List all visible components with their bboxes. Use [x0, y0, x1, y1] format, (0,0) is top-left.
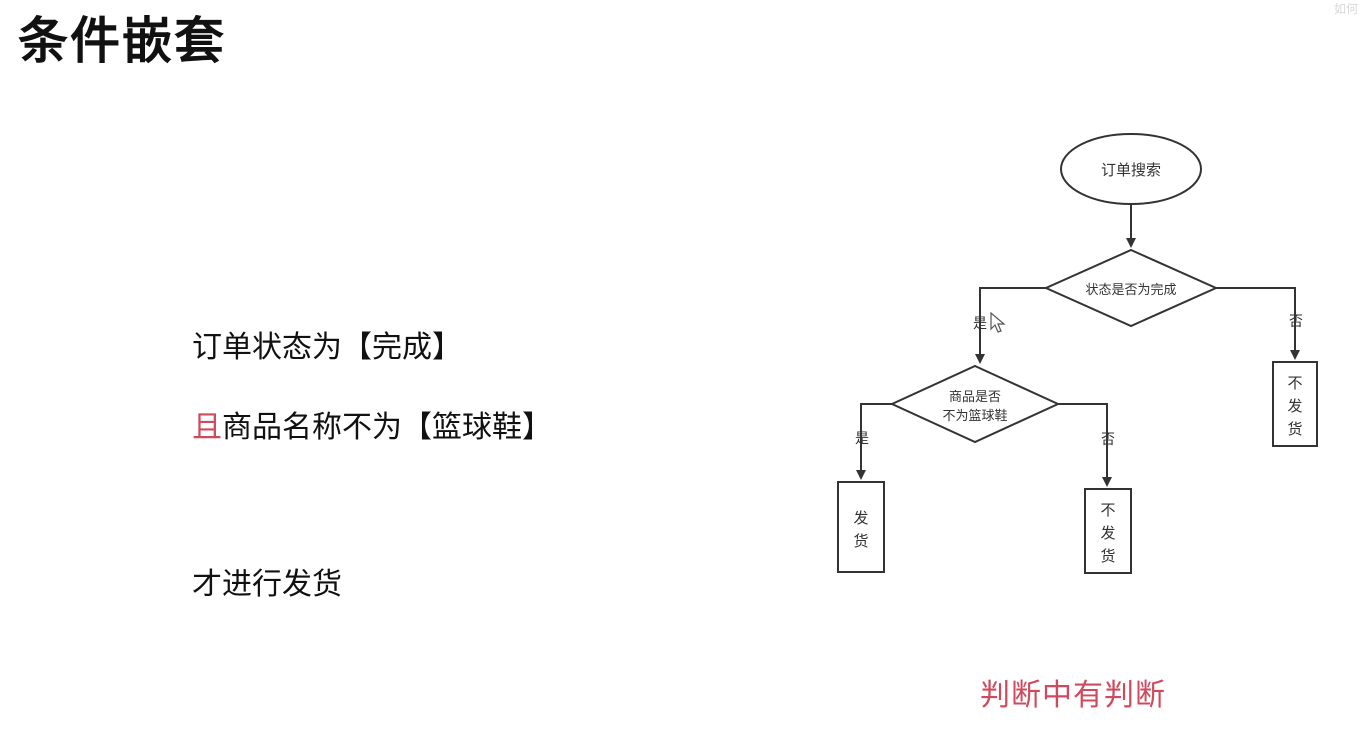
edge-decision2-yes — [856, 403, 892, 480]
decision1-no-label: 否 — [1289, 314, 1303, 330]
no-ship-box-2-char-1: 不 — [1100, 501, 1115, 519]
ship-box — [837, 481, 885, 573]
no-ship-box-1-char-1: 不 — [1287, 374, 1302, 392]
ship-box-char-1: 发 — [853, 509, 868, 527]
condition-line-2: 且商品名称不为【篮球鞋】 — [192, 408, 552, 448]
watermark: 如何 — [1333, 2, 1358, 16]
no-ship-box-2-char-3: 货 — [1100, 547, 1115, 565]
no-ship-box-1 — [1272, 361, 1318, 447]
edge-decision1-no — [1216, 287, 1300, 360]
start-node-label: 订单搜索 — [1101, 161, 1161, 179]
edge-decision1-yes — [975, 287, 1046, 364]
result-line: 才进行发货 — [192, 567, 342, 602]
ship-box-char-2: 货 — [853, 532, 868, 550]
condition-line-2-rest: 商品名称不为【篮球鞋】 — [222, 410, 552, 445]
decision2-label-line1: 商品是否 — [949, 390, 1001, 405]
decision2-yes-label: 是 — [855, 431, 869, 447]
decision1-label: 状态是否为完成 — [1085, 283, 1176, 298]
decision1-yes-label: 是 — [973, 316, 987, 332]
no-ship-box-1-char-2: 发 — [1287, 397, 1302, 415]
and-highlight: 且 — [192, 410, 222, 445]
decision2-label-line2: 不为篮球鞋 — [942, 408, 1007, 424]
decision2-node — [889, 364, 1061, 444]
mouse-cursor-icon — [990, 312, 1006, 333]
no-ship-box-1-char-3: 货 — [1287, 420, 1302, 438]
decision1-node — [1043, 248, 1219, 328]
condition-line-1: 订单状态为【完成】 — [192, 330, 462, 365]
page-title: 条件嵌套 — [18, 12, 226, 70]
decision2-no-label: 否 — [1101, 432, 1115, 448]
edge-decision2-no — [1058, 403, 1112, 487]
caption: 判断中有判断 — [980, 678, 1166, 713]
no-ship-box-2 — [1084, 488, 1132, 574]
no-ship-box-2-char-2: 发 — [1100, 524, 1115, 542]
